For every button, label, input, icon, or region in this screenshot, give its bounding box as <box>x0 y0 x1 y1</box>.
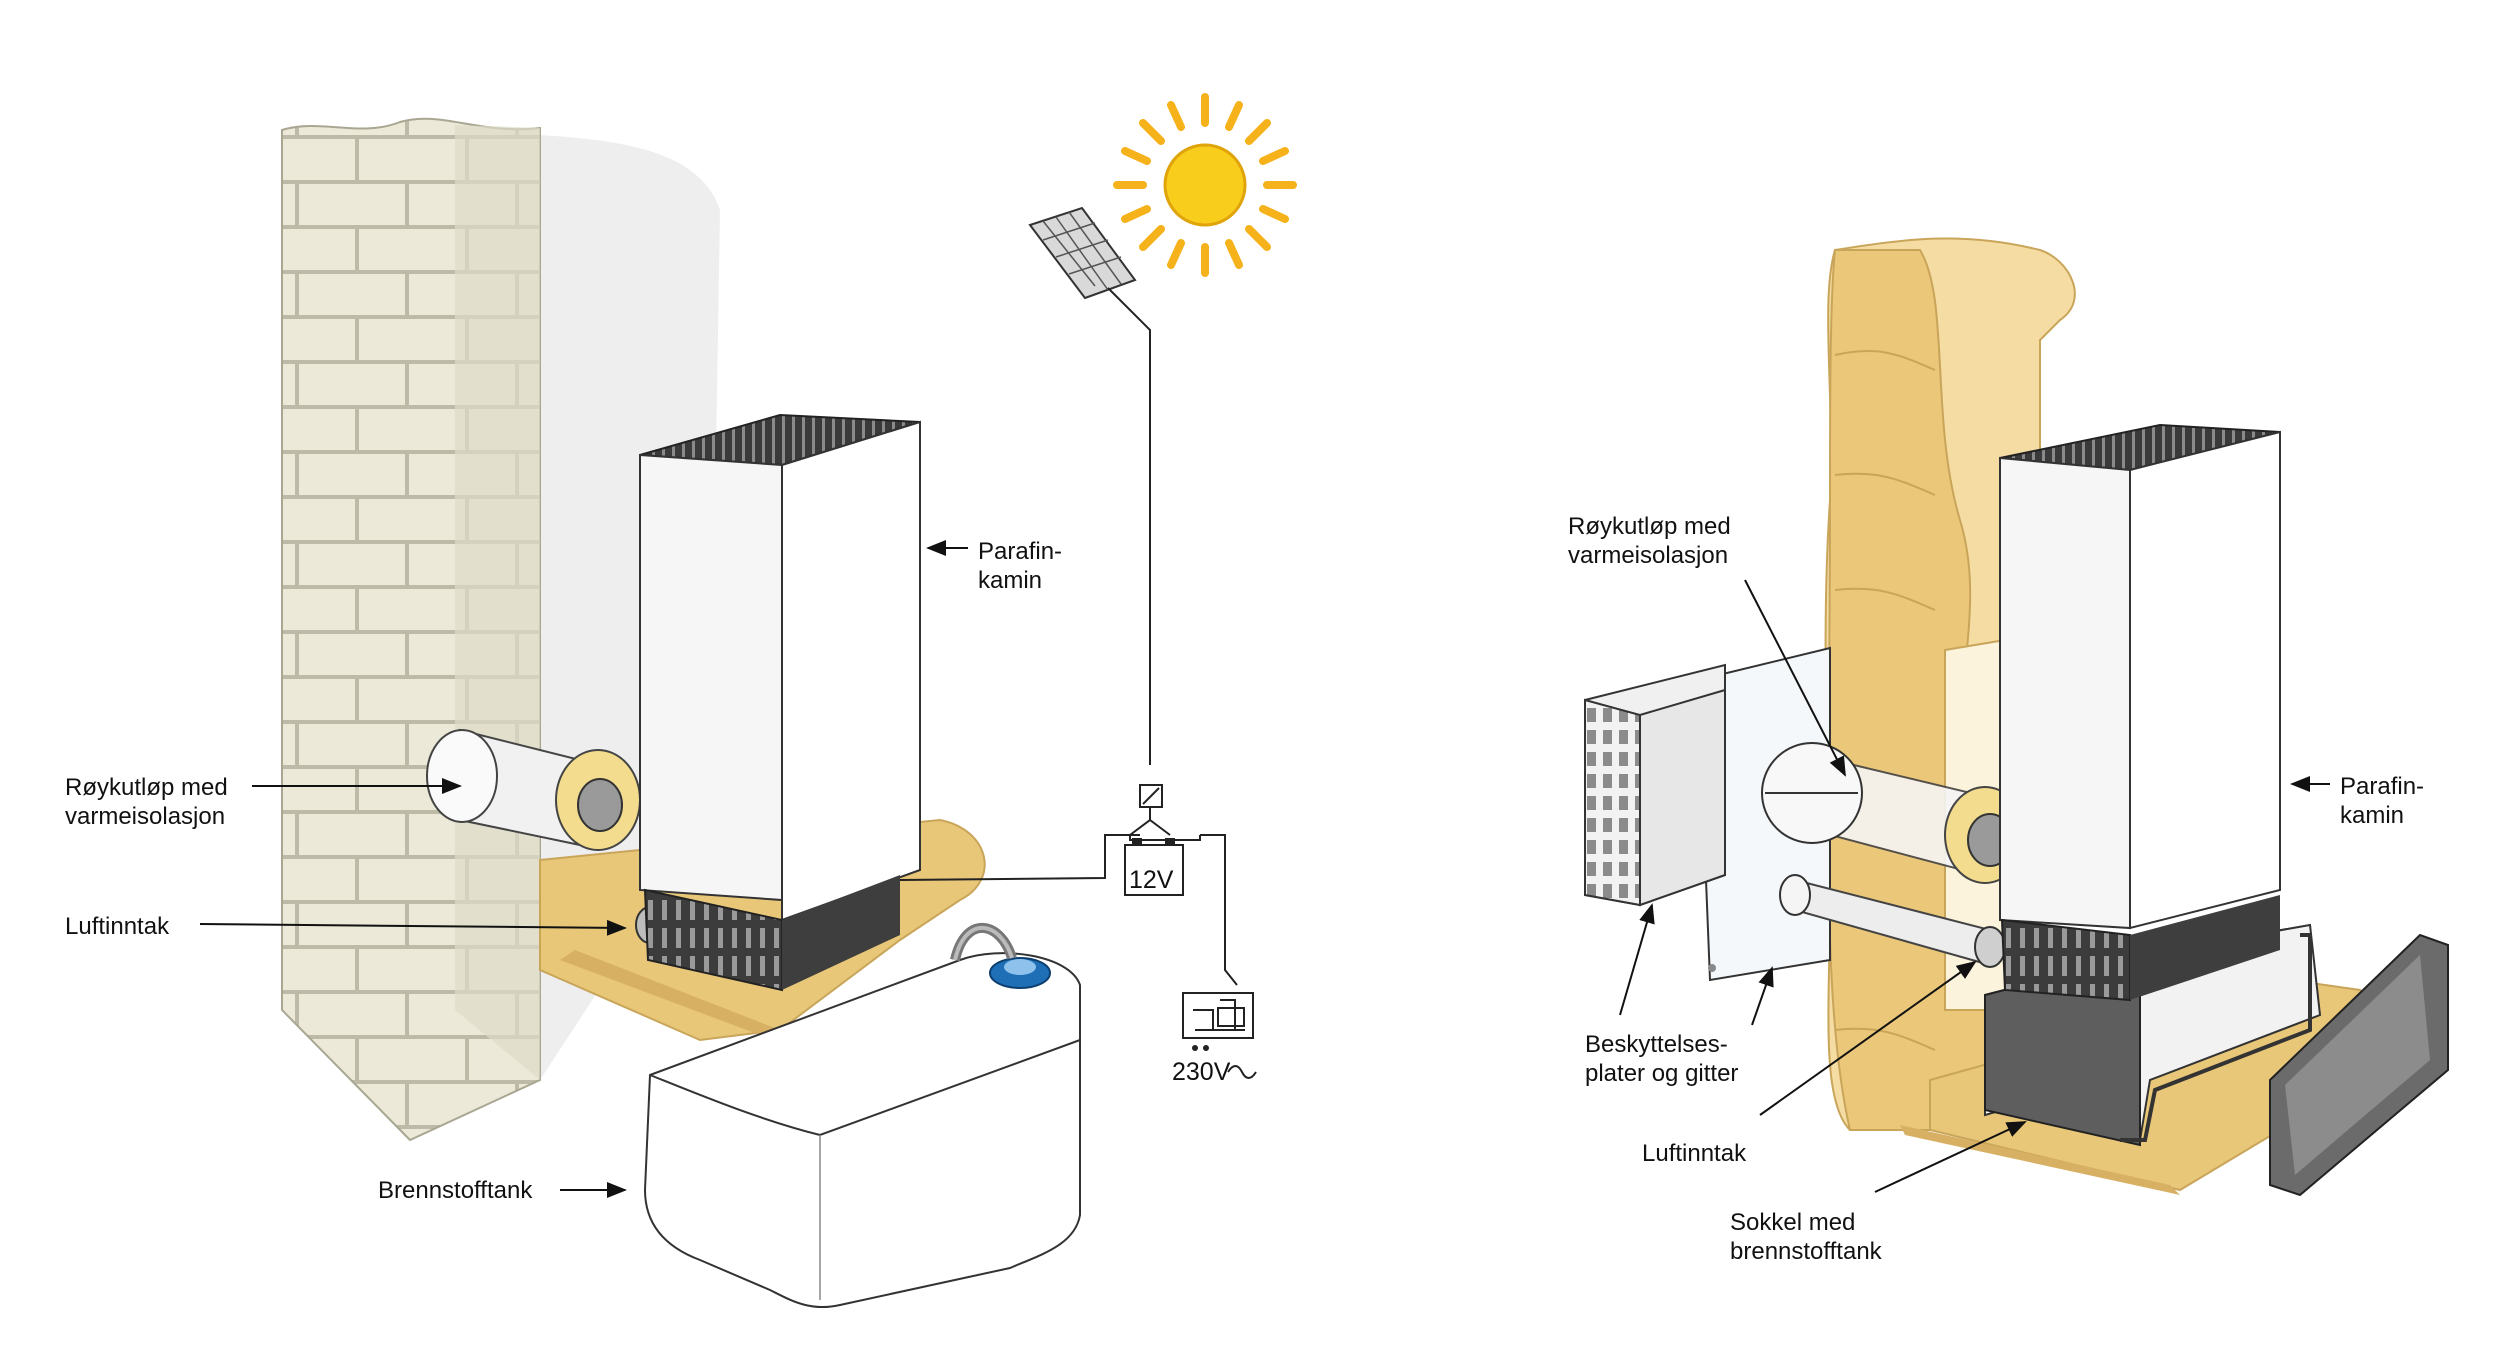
fuel-tank <box>643 952 1081 1309</box>
floor-edge <box>560 950 780 1035</box>
left-fuel-tank-label: Brennstofftank <box>378 1177 533 1204</box>
voltage-230-label: 230V <box>1172 1058 1231 1086</box>
heater-base-right <box>2000 918 2131 1002</box>
brick-wall-side <box>455 125 540 1080</box>
sun-icon <box>1113 93 1297 277</box>
heater-body <box>639 453 783 902</box>
plates-leader-2 <box>1751 966 1774 1026</box>
voltage-12-label: 12V <box>1129 866 1174 894</box>
air-intake-leader <box>199 919 627 936</box>
right-base-label: Sokkel med brennstofftank <box>1730 1209 1882 1265</box>
solar-panel-icon <box>1028 206 1151 765</box>
right-diagram <box>1584 237 2449 1197</box>
battery-12v-icon: 12V <box>1124 838 1184 896</box>
air-intake-leader-right <box>1759 960 1977 1116</box>
right-air-intake-label: Luftinntak <box>1642 1140 1747 1167</box>
left-flue-label: Røykutløp med varmeisolasjon <box>65 774 228 830</box>
flue-leader-right <box>1744 579 1846 777</box>
right-flue-label: Røykutløp med varmeisolasjon <box>1568 513 1731 569</box>
left-diagram: 12V 230V <box>199 93 1297 1309</box>
heater-body-right <box>1999 456 2131 930</box>
plates-leader-1 <box>1619 903 1655 1016</box>
left-air-intake-label: Luftinntak <box>65 913 170 940</box>
left-heater-label: Parafin- kamin <box>978 538 1063 594</box>
right-heater-label: Parafin- kamin <box>2340 773 2425 829</box>
base-leader <box>1874 1121 2027 1193</box>
charger-230v-icon: 230V <box>1172 992 1257 1086</box>
cable <box>899 834 1140 881</box>
protection-grid <box>1584 663 1726 907</box>
right-plates-label: Beskyttelses- plater og gitter <box>1585 1031 1739 1087</box>
